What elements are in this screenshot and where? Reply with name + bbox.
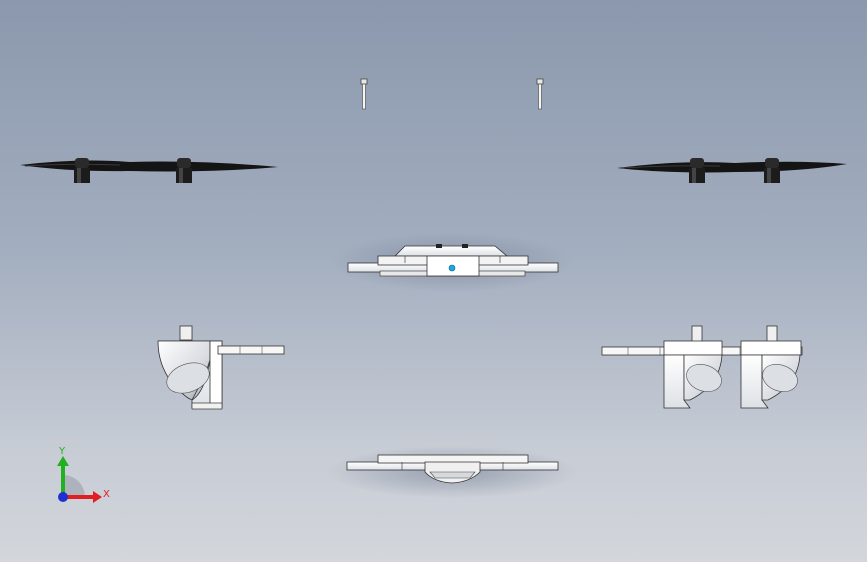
propeller-hub-right-1 <box>689 158 705 183</box>
motor-mount-left[interactable] <box>157 325 285 410</box>
frame-bottom[interactable] <box>327 446 577 498</box>
propeller-hub-right-2 <box>764 158 780 183</box>
y-axis-label: Y <box>58 446 66 457</box>
motor-mount-right[interactable] <box>601 325 803 409</box>
screw-left[interactable] <box>360 78 368 110</box>
screw-right[interactable] <box>536 78 544 110</box>
x-axis-label: X <box>103 489 110 500</box>
propeller-left[interactable] <box>20 158 278 183</box>
propeller-hub-left-2 <box>176 158 192 183</box>
propeller-right[interactable] <box>617 158 847 183</box>
propeller-hub-left-1 <box>74 158 90 183</box>
coordinate-triad: Y X <box>57 446 110 503</box>
frame-front[interactable] <box>332 232 572 292</box>
